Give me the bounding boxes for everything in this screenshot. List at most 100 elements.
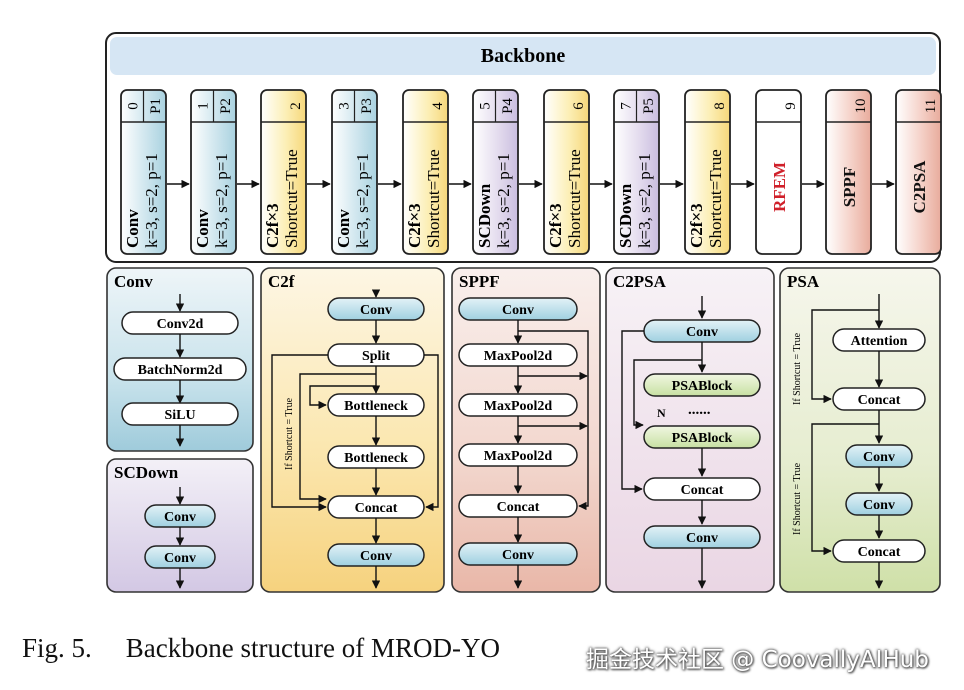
- stage-detail: k=3, s=2, p=1: [635, 153, 654, 248]
- stage-detail: Shortcut=True: [282, 149, 301, 248]
- stage-index: 9: [783, 102, 799, 110]
- block-label: Concat: [858, 393, 901, 408]
- ellipsis: ......: [688, 402, 711, 418]
- stage-index: 0: [125, 102, 141, 110]
- stage-name: C2PSA: [910, 160, 929, 214]
- stage-index: 4: [430, 102, 446, 110]
- stage-box: [260, 89, 307, 255]
- block-label: Conv: [502, 548, 534, 563]
- shortcut-label: If Shortcut = True: [792, 332, 803, 405]
- stage-index: 10: [853, 99, 869, 114]
- stage-index: 2: [288, 102, 304, 110]
- c2f-module: C2fConvSplitBottleneckBottleneckConcatCo…: [260, 267, 445, 593]
- block-label: Conv: [686, 531, 718, 546]
- sppf-module: SPPFConvMaxPool2dMaxPool2dMaxPool2dConca…: [451, 267, 601, 593]
- stage-index: 7: [618, 102, 634, 110]
- stage-detail: Shortcut=True: [424, 149, 443, 248]
- block-label: MaxPool2d: [484, 399, 553, 414]
- caption-number: Fig. 5.: [22, 633, 92, 663]
- stage-detail: Shortcut=True: [565, 149, 584, 248]
- stage-level: P4: [500, 98, 516, 114]
- shortcut-label: If Shortcut = True: [792, 462, 803, 535]
- block-label: Bottleneck: [344, 399, 408, 414]
- module-title: C2PSA: [613, 272, 667, 291]
- stage-index: 5: [477, 102, 493, 110]
- stage-level: P3: [359, 98, 375, 114]
- stage-index: 6: [571, 102, 587, 110]
- figure-caption: Fig. 5. Backbone structure of MROD-YO: [22, 633, 500, 664]
- block-label: Concat: [858, 545, 901, 560]
- stage-index: 3: [336, 102, 352, 110]
- block-label: Concat: [681, 483, 724, 498]
- block-label: SiLU: [164, 408, 195, 423]
- block-label: Conv: [360, 303, 392, 318]
- stage-box: [755, 89, 802, 255]
- shortcut-label: If Shortcut = True: [284, 397, 295, 470]
- arrow: [811, 309, 879, 404]
- stage-level: P5: [641, 98, 657, 114]
- arrow: [271, 354, 328, 512]
- stage-name: SCDown: [616, 183, 635, 248]
- arrow: [811, 423, 879, 556]
- stage-level: P2: [218, 98, 234, 114]
- stage-detail: Shortcut=True: [706, 149, 725, 248]
- repeat-label: N: [657, 406, 666, 420]
- module-title: Conv: [114, 272, 153, 291]
- block-label: BatchNorm2d: [138, 363, 223, 378]
- arrow: [633, 359, 702, 430]
- arrow: [424, 354, 439, 512]
- stage-index: 8: [712, 102, 728, 110]
- caption-text: Backbone structure of MROD-YO: [125, 633, 500, 663]
- stage-name: C2f×3: [546, 203, 565, 248]
- module-title: SPPF: [459, 272, 500, 291]
- stage-box: [543, 89, 590, 255]
- stage-index: 11: [923, 99, 939, 113]
- stage-name: RFEM: [770, 162, 789, 212]
- arrow: [299, 373, 376, 504]
- stage-name: Conv: [334, 209, 353, 248]
- stage-box: [402, 89, 449, 255]
- stage-name: Conv: [123, 209, 142, 248]
- block-label: MaxPool2d: [484, 349, 553, 364]
- block-label: PSABlock: [672, 431, 733, 446]
- stage-detail: k=3, s=2, p=1: [212, 153, 231, 248]
- stage-name: C2f×3: [405, 203, 424, 248]
- module-title: PSA: [787, 272, 820, 291]
- block: [643, 373, 761, 397]
- block-label: Conv: [164, 551, 196, 566]
- stage-name: C2f×3: [687, 203, 706, 248]
- stage-name: SCDown: [475, 183, 494, 248]
- arrow: [518, 330, 589, 511]
- block-label: Conv: [164, 510, 196, 525]
- stage-level: P1: [148, 98, 164, 114]
- stage-detail: k=3, s=2, p=1: [353, 153, 372, 248]
- stage-index: 1: [195, 102, 211, 110]
- block-label: Conv: [863, 498, 895, 513]
- stage-name: SPPF: [840, 167, 859, 208]
- block-label: Conv: [360, 549, 392, 564]
- stage-box: [895, 89, 942, 255]
- module-title: C2f: [268, 272, 295, 291]
- stage-box: [825, 89, 872, 255]
- block-label: Conv: [863, 450, 895, 465]
- backbone-header: [110, 37, 936, 75]
- stage-detail: k=3, s=2, p=1: [494, 153, 513, 248]
- block-label: Concat: [355, 501, 398, 516]
- c2psa-module: C2PSAConvPSABlockN......PSABlockConcatCo…: [605, 267, 775, 593]
- stage-name: C2f×3: [263, 203, 282, 248]
- arrow: [309, 385, 376, 410]
- block-label: Attention: [851, 334, 908, 349]
- block-label: Conv: [502, 303, 534, 318]
